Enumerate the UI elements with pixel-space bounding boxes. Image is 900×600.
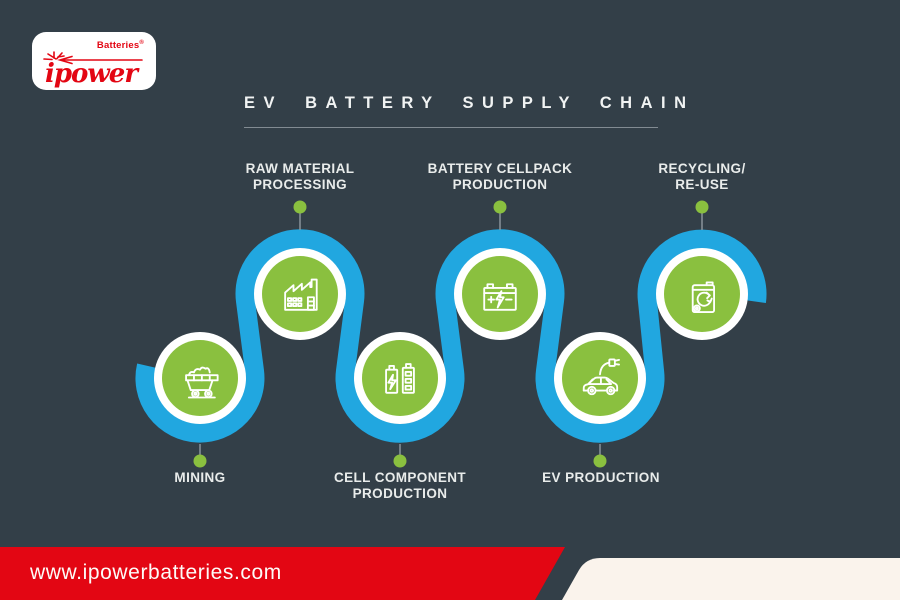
stage-circle-cell-component (354, 332, 446, 424)
connector-dot (293, 200, 307, 214)
stage-circle-raw-material (254, 248, 346, 340)
recycle-bin-icon (676, 268, 728, 320)
connector-dot (193, 454, 207, 468)
battery-cells-icon (374, 352, 426, 404)
stage-label-cell-component: CELL COMPONENT PRODUCTION (333, 470, 467, 501)
connector-dot (493, 200, 507, 214)
connector-dot (393, 454, 407, 468)
logo-batteries-text: Batteries® (97, 40, 144, 51)
footer-cream-band (562, 558, 900, 600)
flow-ribbon (135, 229, 767, 443)
label-connectors (193, 200, 709, 468)
logo-sub-label: Batteries (96, 40, 140, 52)
battery-pack-icon (474, 268, 526, 320)
electric-car-icon (574, 352, 626, 404)
logo-arrow-spark-icon (43, 51, 143, 65)
footer-red-band (0, 547, 565, 600)
stage-label-battery-cellpack: BATTERY CELLPACK PRODUCTION (427, 161, 573, 192)
stage-core (162, 340, 238, 416)
stage-label-raw-material: RAW MATERIAL PROCESSING (245, 161, 355, 192)
logo-brand-text: ipower (45, 59, 138, 89)
mining-cart-icon (174, 352, 226, 404)
page-title: EV BATTERY SUPPLY CHAIN (244, 94, 695, 112)
ipower-logo: Batteries® ipower (32, 32, 156, 90)
stage-core (362, 340, 438, 416)
stage-circle-mining (154, 332, 246, 424)
connector-dot (695, 200, 709, 214)
connector-dot (593, 454, 607, 468)
stage-label-ev-production: EV PRODUCTION (542, 470, 660, 485)
title-block: EV BATTERY SUPPLY CHAIN (244, 94, 695, 128)
stage-label-mining: MINING (174, 470, 226, 485)
registered-mark: ® (139, 40, 144, 46)
stage-label-recycling: RECYCLING/ RE-USE (658, 161, 746, 192)
website-url: www.ipowerbatteries.com (30, 561, 282, 584)
factory-icon (274, 268, 326, 320)
stage-core (262, 256, 338, 332)
footer-ribbon (0, 547, 900, 600)
